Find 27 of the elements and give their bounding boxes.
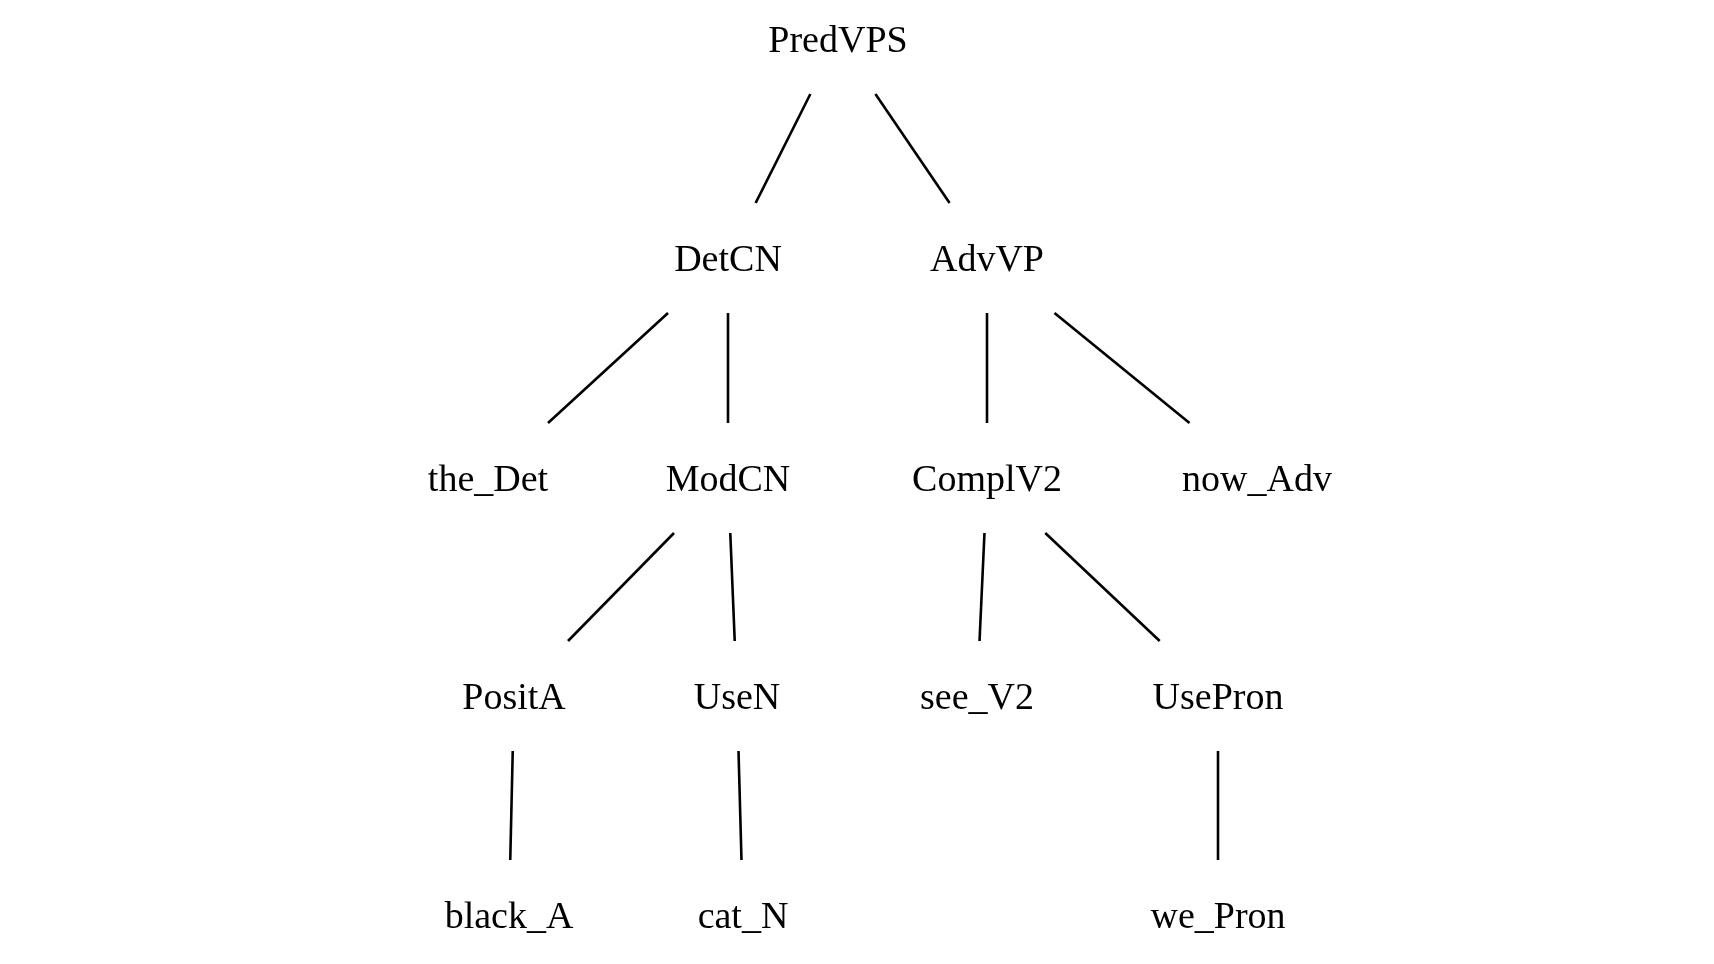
tree-branch [1053,312,1191,424]
tree-node-label: UseN [693,677,781,715]
tree-node-label: now_Adv [1182,459,1332,497]
tree-node-label: UsePron [1152,677,1284,715]
tree-branch [567,532,675,642]
tree-node-label: black_A [444,896,574,934]
tree-node-label: AdvVP [930,239,1044,277]
tree-branch [985,313,989,423]
tree-branch [874,93,951,204]
tree-branch [547,312,669,424]
tree-node-label: cat_N [697,896,789,934]
tree-branch [508,750,515,861]
tree-node-label: the_Det [427,459,549,497]
tree-branch [1044,532,1161,642]
tree-branch [737,750,743,861]
tree-branch [728,532,737,642]
tree-node-label: PositA [462,677,566,715]
tree-branch [1216,751,1220,860]
tree-branch [754,93,812,204]
tree-node-label: PredVPS [768,20,908,58]
tree-node-label: we_Pron [1150,896,1286,934]
tree-branch [726,313,730,423]
tree-node-label: ComplV2 [912,459,1062,497]
tree-node-label: ModCN [665,459,791,497]
tree-node-label: see_V2 [920,677,1034,715]
tree-node-label: DetCN [674,239,782,277]
tree-branch [978,532,986,642]
